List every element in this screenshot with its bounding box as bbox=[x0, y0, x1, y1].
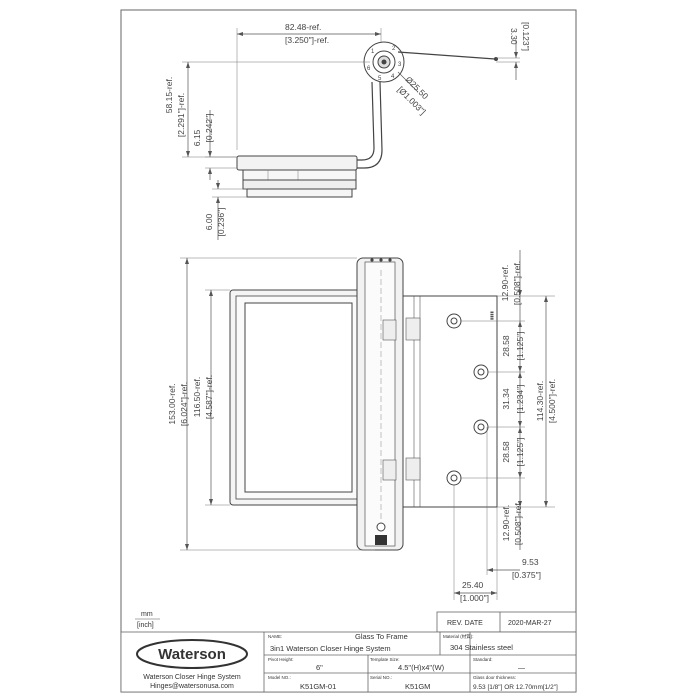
dim-left-height-in: [2.291"]-ref. bbox=[176, 93, 186, 137]
dim-plate-height: 114.30-ref. bbox=[535, 381, 545, 421]
screw-hole-4 bbox=[446, 470, 462, 486]
standard-label: Standard: bbox=[473, 657, 493, 662]
dim-overall-height-in: [6.024"]-ref. bbox=[179, 382, 189, 426]
dim-edge-offset: 9.53 bbox=[522, 557, 539, 567]
dim-hole3: 28.58 bbox=[501, 441, 511, 463]
dim-hole2-in: [1.234"] bbox=[515, 384, 525, 413]
dim-top-width-in: [3.250"]-ref. bbox=[285, 35, 329, 45]
logo-text: Waterson bbox=[158, 646, 226, 663]
dial-number-2: 2 bbox=[392, 46, 396, 52]
name-line1: Glass To Frame bbox=[355, 632, 408, 641]
dim-base-height: 6.00 bbox=[204, 213, 214, 230]
dim-mid-height-in: [0.242"] bbox=[204, 113, 214, 142]
name-line2: 3in1 Waterson Closer Hinge System bbox=[270, 644, 391, 653]
dim-hole1-in: [1.125"] bbox=[515, 331, 525, 360]
name-label: NAME: bbox=[268, 634, 282, 639]
dim-base-height-in: [0.236"] bbox=[216, 207, 226, 236]
dim-top-edge: 12.90-ref. bbox=[500, 265, 510, 301]
unit-mm: mm bbox=[141, 611, 153, 618]
dim-hole2: 31.34 bbox=[501, 388, 511, 410]
top-view: 82.48-ref. [3.250"]-ref. 1 2 3 4 5 6 bbox=[164, 22, 531, 240]
dim-bottom-edge: 12.90-ref. bbox=[501, 505, 511, 541]
unit-inch: [inch] bbox=[137, 622, 154, 629]
dim-glass-height: 116.50-ref. bbox=[192, 377, 202, 417]
template-value: 4.5"(H)x4"(W) bbox=[398, 663, 445, 672]
template-label: Template Size: bbox=[370, 657, 400, 662]
dim-glass-height-in: [4.587"]-ref. bbox=[204, 375, 214, 419]
dim-right-thickness-in: [0.123"] bbox=[521, 22, 531, 51]
glass-value: 9.53 [1/8"] OR 12.70mm[1/2"] bbox=[473, 684, 558, 691]
material-label: Material (材質): bbox=[443, 633, 474, 640]
dial-number-5: 5 bbox=[378, 76, 382, 82]
dim-plate-height-in: [4.500"]-ref. bbox=[547, 379, 557, 423]
company-name: Waterson Closer Hinge System bbox=[143, 674, 241, 681]
dim-edge-offset-in: [0.375"] bbox=[512, 570, 541, 580]
dim-hole3-in: [1.125"] bbox=[515, 437, 525, 466]
front-view: ▮▮▮▮ 153.00-ref. [6.024"]-ref. 116.50-re… bbox=[167, 250, 557, 603]
dial-number-3: 3 bbox=[398, 62, 402, 68]
dim-top-edge-in: [0.508"]-ref. bbox=[512, 261, 522, 305]
standard-value: — bbox=[518, 665, 525, 672]
dim-top-width: 82.48-ref. bbox=[285, 22, 321, 32]
dim-mid-height: 6.15 bbox=[192, 129, 202, 146]
pivot-label: Pivot Height: bbox=[268, 657, 294, 662]
screw-hole-3 bbox=[473, 419, 489, 435]
rev-label: REV. DATE bbox=[447, 620, 483, 627]
model-value: K51GM-01 bbox=[300, 682, 336, 691]
rev-date: 2020-MAR-27 bbox=[508, 620, 552, 627]
screw-hole-2 bbox=[473, 364, 489, 380]
dial-number-6: 6 bbox=[367, 66, 371, 72]
serial-label: Serial NO.: bbox=[370, 675, 392, 680]
title-block: mm [inch] REV. DATE 2020-MAR-27 Waterson… bbox=[120, 611, 577, 693]
pivot-value: 6" bbox=[316, 663, 323, 672]
glass-label: Glass door thickness: bbox=[473, 675, 516, 680]
dial-number-1: 1 bbox=[371, 49, 375, 55]
company-email: Hinges@watersonusa.com bbox=[150, 683, 234, 690]
dial-number-4: 4 bbox=[391, 74, 395, 80]
model-label: Model NO.: bbox=[268, 675, 291, 680]
plate-mark: ▮▮▮▮ bbox=[489, 311, 494, 320]
serial-value: K51GM bbox=[405, 682, 430, 691]
dim-right-thickness: 3.30 bbox=[509, 28, 519, 45]
screw-hole-1 bbox=[446, 313, 462, 329]
dim-hole1: 28.58 bbox=[501, 335, 511, 357]
dim-left-height: 58.15-ref. bbox=[164, 77, 174, 113]
dim-hole-offset: 25.40 bbox=[462, 580, 484, 590]
dim-overall-height: 153.00-ref. bbox=[167, 383, 177, 424]
dim-bottom-edge-in: [0.508"]-ref. bbox=[513, 501, 523, 545]
material-value: 304 Stainless steel bbox=[450, 643, 513, 652]
waterson-logo bbox=[136, 639, 248, 669]
dim-hole-offset-in: [1.000"] bbox=[460, 593, 489, 603]
